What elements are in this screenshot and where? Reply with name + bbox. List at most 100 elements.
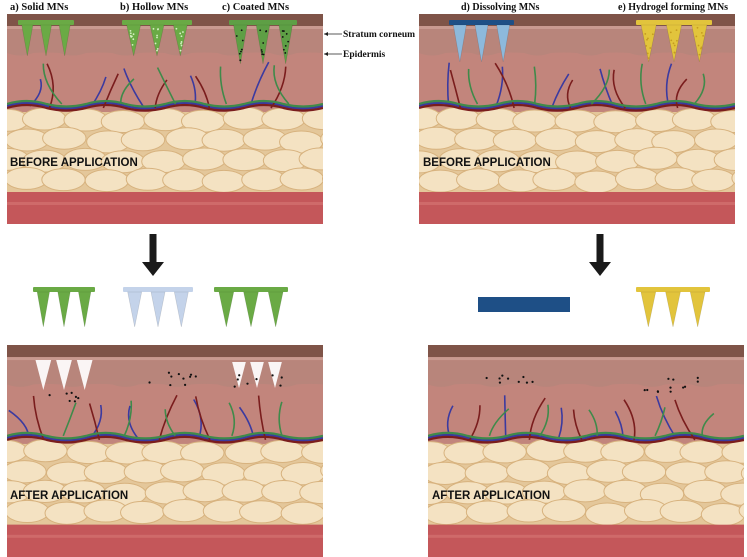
needle-shaft (58, 24, 71, 57)
fat-cell (454, 127, 499, 151)
fat-cell (180, 441, 225, 465)
drug-particle (517, 380, 520, 383)
fat-cell (419, 126, 459, 150)
fat-cell (143, 108, 188, 132)
fat-cell (731, 171, 735, 185)
fat-cell (301, 107, 323, 131)
skin-block-solid-hollow-coated-after (7, 345, 367, 557)
needle-shaft (267, 291, 284, 328)
needle-shaft (278, 24, 293, 65)
drug-particle (669, 386, 672, 389)
drug-particle (525, 381, 529, 384)
skin-surface (7, 345, 323, 358)
needle-shaft (640, 291, 657, 328)
drug-particle (522, 375, 525, 379)
fat-cell (704, 460, 744, 484)
micro-channel (35, 360, 52, 390)
drug-particle (65, 392, 68, 395)
blood-vessel (7, 433, 323, 442)
needle-dot (675, 29, 678, 32)
needle-base (214, 287, 288, 292)
drug-particle (280, 376, 283, 379)
blood-vessel (7, 99, 323, 108)
needle-dot (240, 29, 243, 32)
fat-cell (7, 499, 50, 524)
fat-cell (120, 128, 166, 152)
epidermis-layer (428, 360, 744, 381)
epidermis-pointer (324, 52, 342, 56)
needle-dot (175, 27, 178, 30)
skin-block-dissolving-hydrogel-before (419, 14, 735, 224)
needle-dot (262, 42, 265, 44)
capillary-branch (528, 397, 546, 440)
drug-particle (672, 378, 675, 381)
capillary-branch (257, 395, 267, 441)
epidermis-layer (419, 29, 735, 49)
capillary-branch (446, 405, 454, 439)
capillary-branch (123, 68, 144, 107)
capillary-branch (119, 78, 135, 105)
capillary-branch (278, 401, 283, 437)
blood-vessel (7, 431, 323, 440)
needle-dot (129, 32, 132, 35)
down-arrow-left (142, 234, 164, 276)
needle-dot (647, 37, 649, 40)
capillary-branch (32, 395, 45, 441)
micro-channel (268, 362, 282, 388)
needle-dot (182, 31, 184, 33)
drug-release-dissolving (485, 374, 534, 384)
stage-after-right: AFTER APPLICATION (432, 490, 550, 502)
capillary-branch (90, 76, 107, 107)
fat-cell (299, 480, 323, 505)
needle-dot (179, 49, 182, 52)
fat-cell (321, 175, 323, 182)
needle-shaft (21, 24, 34, 57)
needle-dot (645, 45, 648, 47)
stratum-corneum-layer (428, 357, 744, 361)
skin-block-solid-hollow-coated-before (7, 14, 323, 224)
capillary-branch (189, 75, 197, 107)
needle-shaft (689, 291, 706, 328)
needle-dot (698, 53, 701, 56)
capillary-branch (674, 399, 696, 441)
label-coated-mns: c) Coated MNs (222, 2, 289, 13)
capillary-branch (228, 402, 236, 437)
drug-particle (189, 373, 193, 376)
needle-dot (285, 33, 288, 35)
drug-particle (236, 378, 239, 381)
capillary-branch (640, 63, 647, 105)
fat-cell (700, 502, 744, 527)
down-arrow-right (589, 234, 611, 276)
needle-dot (156, 34, 158, 37)
drug-particle (646, 388, 649, 392)
fat-cell (465, 500, 511, 524)
blood-vessel (419, 99, 735, 108)
microneedle-arrays (18, 20, 712, 403)
fat-cell (532, 167, 577, 191)
needle-dot (129, 29, 132, 32)
fat-cell (659, 499, 705, 523)
drug-particle (696, 380, 699, 383)
needle-dot (131, 43, 134, 46)
fat-cell (482, 440, 527, 464)
fat-cell (324, 503, 367, 525)
stratum-corneum-layer (7, 26, 323, 29)
muscle-layer (7, 524, 323, 557)
stratum-corneum-layer (7, 357, 323, 361)
fat-cell (320, 133, 323, 145)
stage-after-left: AFTER APPLICATION (10, 490, 128, 502)
muscle-layer (428, 524, 744, 557)
needle-base (636, 20, 712, 25)
fat-cell (734, 140, 735, 142)
needle-shaft (173, 291, 189, 328)
label-solid-mns: a) Solid MNs (10, 2, 68, 13)
fat-cell (534, 128, 580, 152)
drug-release-hollow (148, 371, 197, 387)
epidermis-ridge (419, 49, 735, 56)
arrow-head (142, 262, 164, 276)
drug-particle (189, 375, 192, 378)
coated-mn-array (229, 20, 297, 65)
removed-solid-mn-array (33, 287, 95, 328)
needle-shaft (149, 24, 165, 57)
micro-channel (76, 360, 93, 390)
